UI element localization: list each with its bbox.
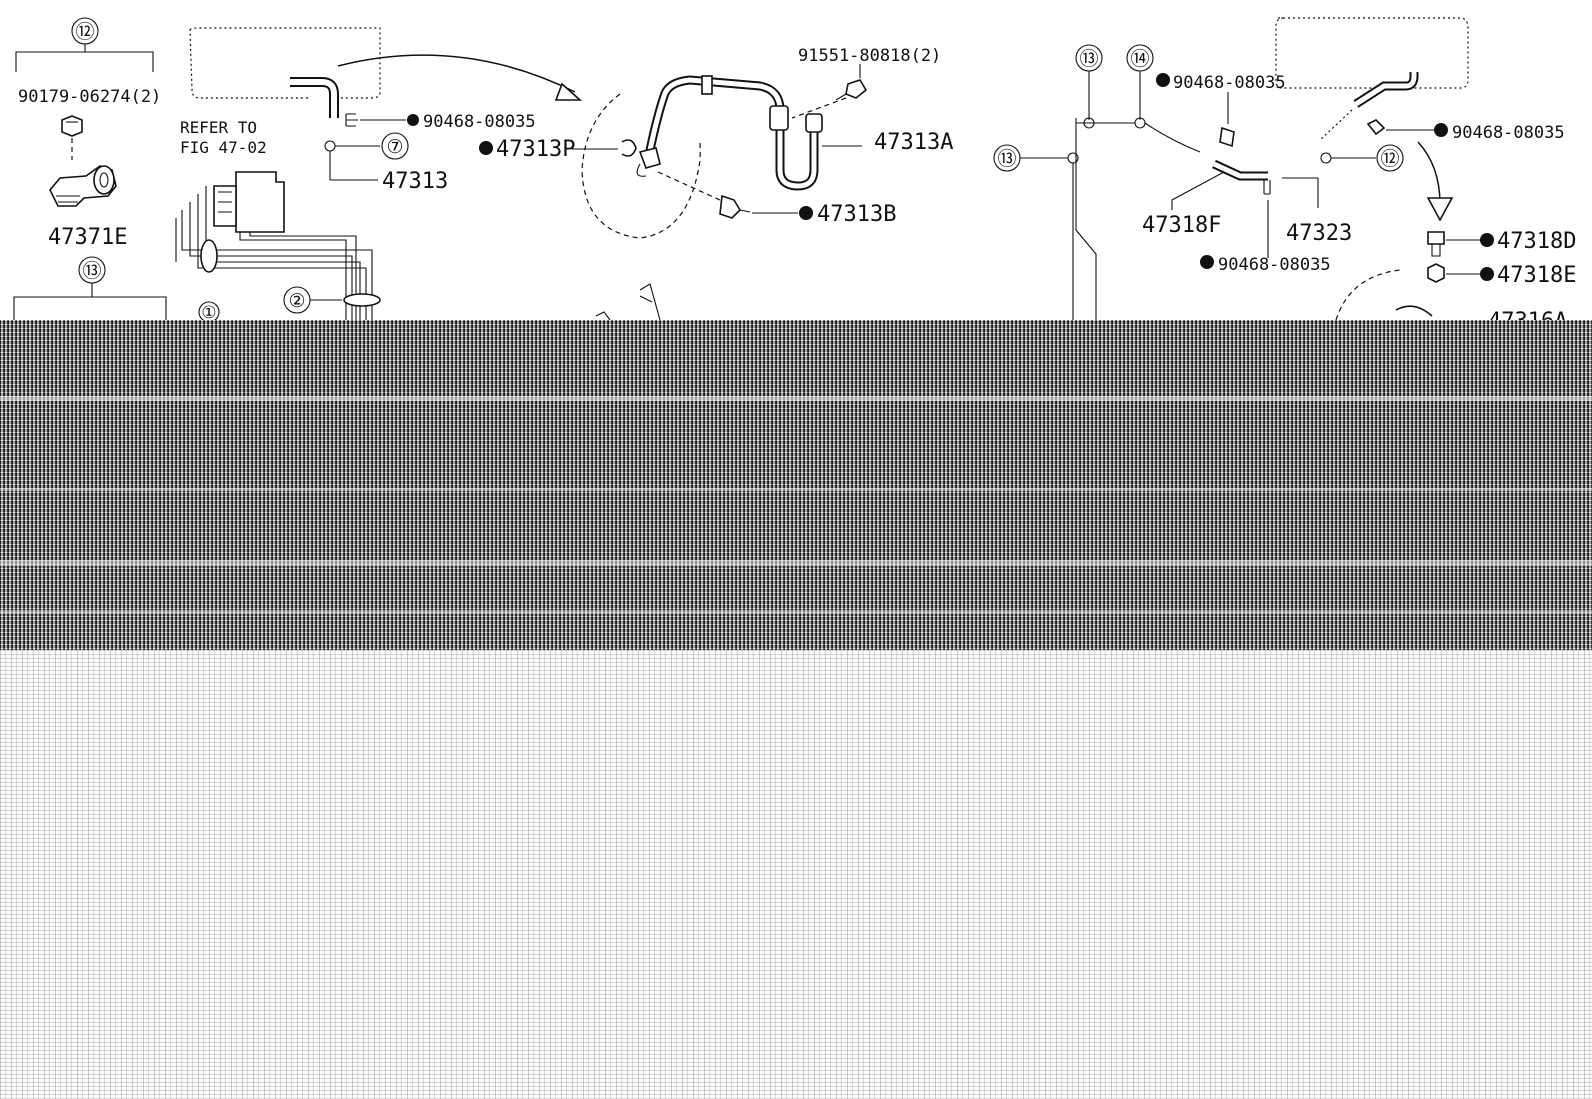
hose-part-number[interactable]: 47313A <box>874 130 953 155</box>
noise-streak <box>0 396 1592 401</box>
ref-14-label[interactable]: ⑭ <box>1130 48 1149 70</box>
bolt-b-icon <box>719 194 751 219</box>
tube-part-number[interactable]: 47313 <box>382 169 448 194</box>
ref-12-label[interactable]: ⑫ <box>75 21 94 43</box>
ref-2-label[interactable]: ② <box>288 290 305 312</box>
nut-e-icon <box>1427 263 1445 283</box>
clip-right-icon <box>1366 119 1386 136</box>
hydraulic-unit-icon <box>213 171 285 233</box>
clip-right-part-number[interactable]: 90468-08035 <box>1452 123 1565 143</box>
tube-end-right-icon <box>1353 72 1419 108</box>
nut-icon <box>61 115 83 137</box>
clip-p-icon <box>621 139 647 177</box>
clip-p-part-number[interactable]: 47313P <box>496 137 575 162</box>
brake-hose-icon <box>638 75 823 191</box>
ref-13a-label[interactable]: ⑬ <box>1079 48 1098 70</box>
ref-13b-label[interactable]: ⑬ <box>997 148 1016 170</box>
noise-streak <box>0 488 1592 491</box>
nut-e-part-number[interactable]: 47318E <box>1497 263 1576 288</box>
refer-to-line1[interactable]: REFER TO <box>180 118 257 137</box>
speed-sensor-icon <box>49 165 117 207</box>
bolt-part-number-center[interactable]: 91551-80818(2) <box>798 46 941 66</box>
clip-top-part-number[interactable]: 90468-08035 <box>1173 73 1286 93</box>
left-group: ⑫ 90179-06274(2) 47371E ⑬ REFER TO FIG 4… <box>13 17 583 323</box>
noise-streak <box>0 610 1592 614</box>
ref-1-label[interactable]: ① <box>201 303 216 323</box>
clip-part-number[interactable]: 90468-08035 <box>423 112 536 132</box>
bolt-b-part-number[interactable]: 47313B <box>817 202 896 227</box>
right-group: ⑬ ⑭ ⑬ 90468-08035 47318F 90468-08035 473… <box>993 17 1576 334</box>
parts-diagram: ⑫ 90179-06274(2) 47371E ⑬ REFER TO FIG 4… <box>13 17 1576 334</box>
ref-12-right-label[interactable]: ⑫ <box>1380 148 1399 170</box>
tube-f-icon <box>1212 159 1268 181</box>
clip-icon <box>345 113 358 127</box>
corrupted-region-dark <box>0 320 1592 650</box>
bolt-d-part-number[interactable]: 47318D <box>1497 229 1576 254</box>
center-group: 91551-80818(2) 47313A 47313P <box>479 46 953 321</box>
sensor-part-number[interactable]: 47371E <box>48 225 127 250</box>
clip-bottom-part-number[interactable]: 90468-08035 <box>1218 255 1331 275</box>
tube-2-part-number[interactable]: 47323 <box>1286 221 1352 246</box>
arrow-icon <box>554 82 583 101</box>
bolt-part-number[interactable]: 90179-06274(2) <box>18 87 161 107</box>
noise-streak <box>0 560 1592 566</box>
tube-f-part-number[interactable]: 47318F <box>1142 213 1221 238</box>
arrow-down-icon <box>1426 197 1454 222</box>
bolt-d-icon <box>1427 231 1445 257</box>
ref-13-label[interactable]: ⑬ <box>82 260 101 282</box>
corrupted-region-light <box>0 650 1592 1099</box>
clip-top-icon <box>1219 126 1235 148</box>
ref-7-label[interactable]: ⑦ <box>386 136 403 158</box>
detail-box-right <box>1275 17 1469 89</box>
refer-to-line2[interactable]: FIG 47-02 <box>180 138 267 157</box>
bolt-icon <box>835 79 868 101</box>
tube-end-icon <box>290 77 339 118</box>
